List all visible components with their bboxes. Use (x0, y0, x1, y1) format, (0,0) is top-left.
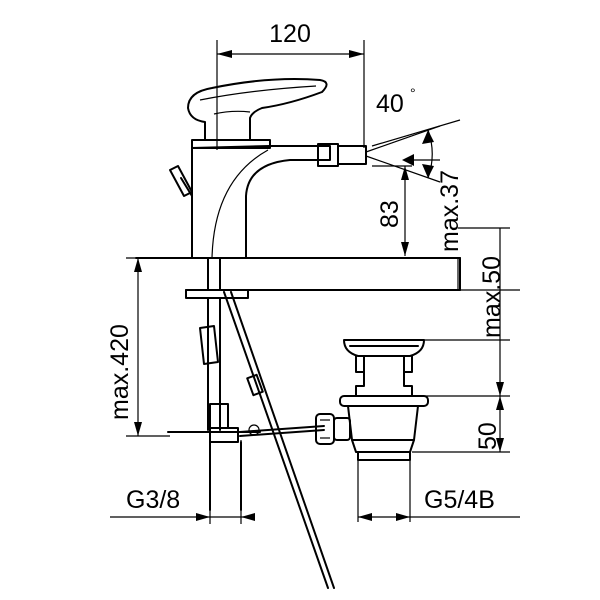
max-37-label: max.37 (436, 170, 464, 252)
dimension-max-420: max.420 (106, 257, 190, 437)
faucet-shank (167, 257, 261, 511)
max-50-label: max.50 (478, 256, 506, 338)
inlet-thread-label: G3/8 (126, 486, 180, 514)
max-420-label: max.420 (106, 324, 134, 420)
spout (317, 143, 339, 167)
angle-label: 40 (376, 90, 404, 118)
dimension-angle-40: 40 ° (365, 85, 441, 183)
dimension-width-120: 120 (216, 20, 365, 150)
mounting-nut-plate (185, 289, 249, 299)
drain-50-label: 50 (474, 422, 502, 450)
width-label: 120 (269, 20, 311, 48)
main-body (191, 145, 331, 259)
degree-symbol: ° (410, 85, 416, 101)
drain-assembly (315, 339, 429, 461)
deck-surface (135, 257, 461, 291)
faucet-body (169, 78, 367, 259)
dimension-max-37: max.37 (371, 119, 464, 252)
drain-body (347, 405, 419, 441)
lever-handle (187, 78, 328, 141)
inlet-connector (209, 427, 239, 443)
pop-up-knob (169, 165, 193, 197)
aerator (337, 145, 367, 165)
rod-connector (315, 413, 335, 445)
pop-up-rod (223, 291, 335, 589)
pop-up-plug (343, 339, 425, 357)
fixing-nut (199, 325, 219, 365)
drain-thread-label: G5/4B (424, 486, 495, 514)
dimension-inlet-g38: G3/8 (110, 440, 255, 524)
spout-height-label: 83 (376, 200, 404, 228)
dimension-spout-83: 83 (372, 165, 412, 256)
dimension-drain-50: 50 (412, 340, 510, 453)
dimension-max-50: max.50 (410, 227, 520, 341)
dimension-drain-g54b: G5/4B (357, 458, 520, 522)
drain-flange (339, 395, 429, 407)
